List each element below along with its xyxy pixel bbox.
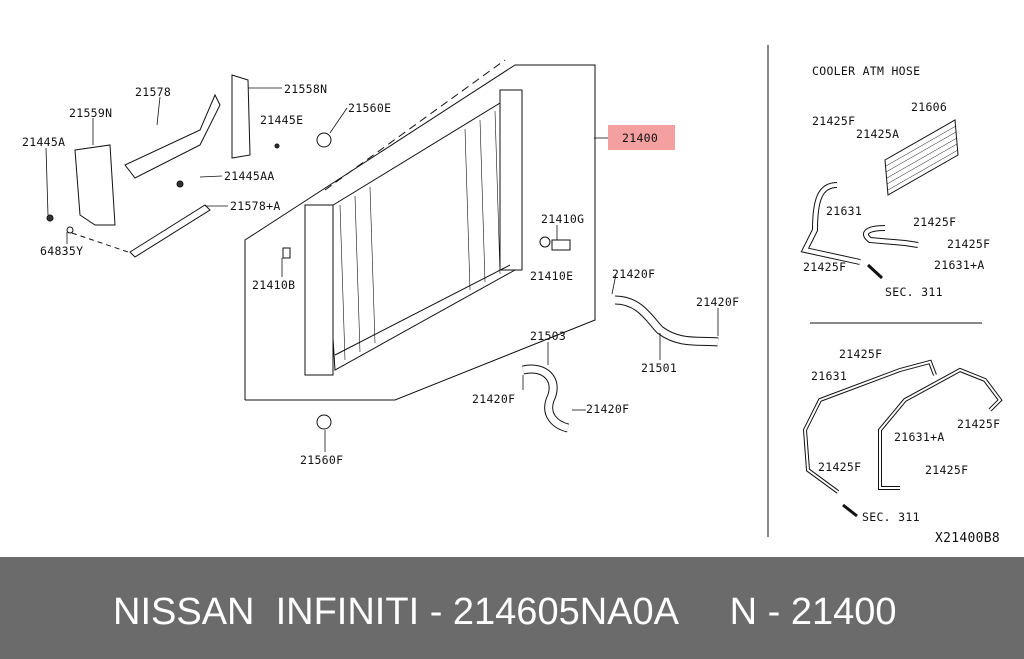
bolt-icon (176, 180, 184, 188)
callout-21631[interactable]: 21631 (826, 204, 863, 218)
leader-lines (45, 87, 719, 452)
callout-21425a[interactable]: 21425A (856, 127, 900, 141)
bracket-21578 (124, 93, 221, 179)
cooler-section-title: COOLER ATM HOSE (812, 64, 921, 78)
callout-21420f[interactable]: 21420F (696, 295, 740, 309)
air-guide-21558n (231, 74, 251, 159)
diagram-code: X21400B8 (935, 531, 1001, 546)
callout-21420f[interactable]: 21420F (586, 402, 630, 416)
callout-21503[interactable]: 21503 (530, 329, 567, 343)
callout-21425f[interactable]: 21425F (913, 215, 957, 229)
callout-21631a[interactable]: 21631+A (934, 258, 985, 272)
dashed-leader (324, 59, 506, 191)
mount-21560f (316, 414, 332, 430)
callout-21445aa[interactable]: 21445AA (224, 169, 275, 183)
callout-21578[interactable]: 21578 (135, 85, 172, 99)
radiator-icon (304, 89, 523, 376)
callout-21501[interactable]: 21501 (641, 361, 678, 375)
callout-21410e[interactable]: 21410E (530, 269, 574, 283)
callout-21445a[interactable]: 21445A (22, 135, 66, 149)
callout-21560e[interactable]: 21560E (348, 101, 392, 115)
highlighted-part-box[interactable] (608, 125, 675, 150)
callout-21559n[interactable]: 21559N (69, 106, 113, 120)
callout-21420f[interactable]: 21420F (612, 267, 656, 281)
callout-21425f[interactable]: 21425F (812, 114, 856, 128)
arrow-icon (866, 263, 884, 280)
clip-icon (66, 226, 74, 234)
callout-21425f[interactable]: 21425F (957, 417, 1001, 431)
callout-21606[interactable]: 21606 (911, 100, 948, 114)
seal-21578a (129, 204, 211, 258)
callout-21558n[interactable]: 21558N (284, 82, 328, 96)
sec-311-reference[interactable]: SEC. 311 (885, 285, 943, 299)
bolt-icon (46, 214, 54, 222)
callout-21425f[interactable]: 21425F (947, 237, 991, 251)
mount-21560e (316, 132, 332, 148)
callout-21425f[interactable]: 21425F (925, 463, 969, 477)
oring-21410e (539, 236, 551, 248)
sec-311-reference[interactable]: SEC. 311 (862, 510, 920, 524)
hose-21503 (522, 364, 570, 433)
bolt-icon (274, 143, 280, 149)
arrow-icon (842, 503, 858, 518)
part-number-banner: NISSAN INFINITI - 214605NA0A N - 21400 (0, 557, 1024, 659)
callout-21410g[interactable]: 21410G (541, 212, 585, 226)
callout-21400[interactable]: 21400 (622, 131, 659, 145)
plug-21410g (551, 239, 571, 251)
callout-21425f[interactable]: 21425F (803, 260, 847, 274)
callout-64835y[interactable]: 64835Y (40, 244, 84, 258)
banner-text: NISSAN INFINITI - 214605NA0A N - 21400 (113, 591, 897, 633)
callout-21425f[interactable]: 21425F (839, 347, 883, 361)
radiator-group-outline (244, 64, 596, 401)
callout-21578a[interactable]: 21578+A (230, 199, 281, 213)
diagram-artwork (45, 45, 1003, 537)
callout-21631[interactable]: 21631 (811, 369, 848, 383)
dashed-leader (71, 232, 129, 253)
clip-21410b (282, 247, 291, 259)
callout-21425f[interactable]: 21425F (818, 460, 862, 474)
callout-21420f[interactable]: 21420F (472, 392, 516, 406)
callout-21631a[interactable]: 21631+A (894, 430, 945, 444)
oil-cooler-21606 (884, 119, 959, 196)
callout-21445e[interactable]: 21445E (260, 113, 304, 127)
callout-21410b[interactable]: 21410B (252, 278, 296, 292)
callout-21560f[interactable]: 21560F (300, 453, 344, 467)
air-guide-21559n (74, 144, 116, 226)
